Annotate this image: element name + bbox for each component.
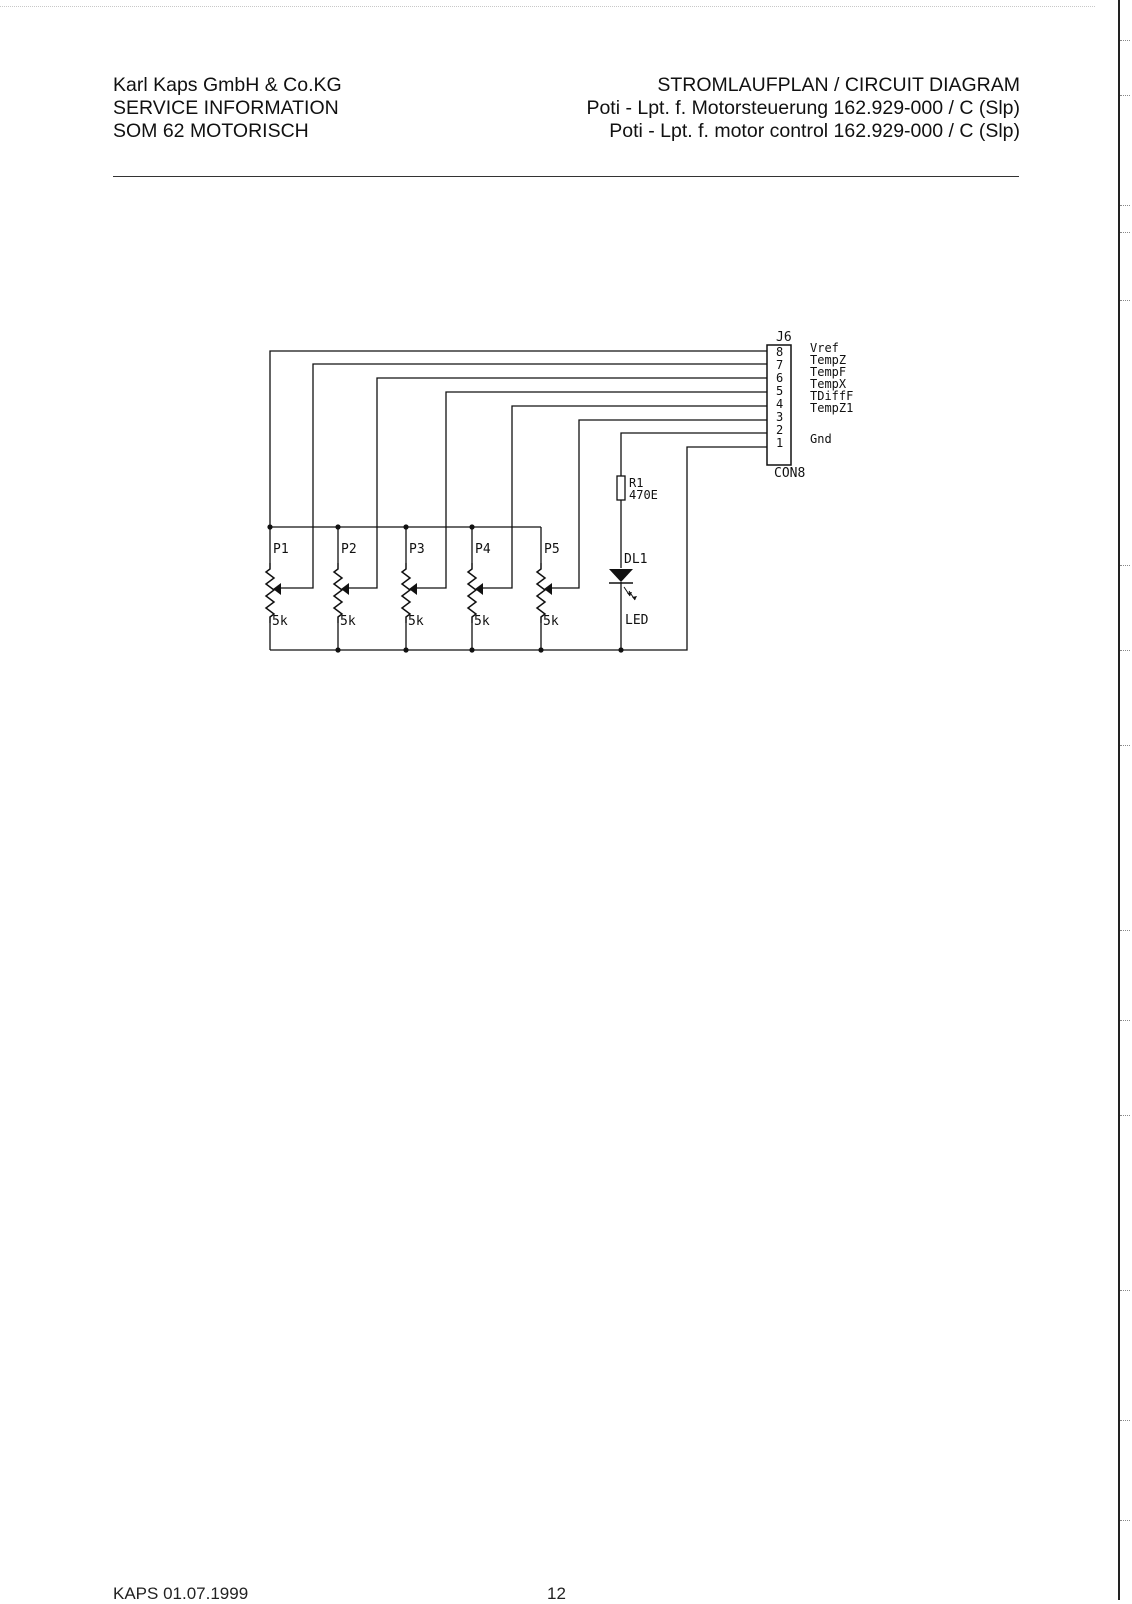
wire-p2-wiper (348, 377, 767, 589)
resistor-ref: R1 (629, 476, 643, 490)
signal-label: TempX (810, 377, 847, 391)
pot-ref: P4 (475, 542, 491, 557)
connector-type: CON8 (774, 466, 805, 481)
potentiometer-p5: P5 5k (536, 542, 560, 629)
wire-gnd (621, 446, 767, 651)
company-name: Karl Kaps GmbH & Co.KG (113, 74, 342, 96)
connector-j6: J6 CON8 8 7 6 5 4 3 2 1 Vref TempZ TempF… (766, 330, 853, 481)
pin-number: 4 (776, 397, 783, 411)
pin-number: 7 (776, 358, 783, 372)
edge-mark (1120, 1115, 1130, 1116)
page-right-edge (1118, 0, 1120, 1600)
footer-date: KAPS 01.07.1999 (113, 1584, 249, 1603)
pot-ref: P2 (341, 542, 357, 557)
document-subtitle-de: Poti - Lpt. f. Motorsteuerung 162.929-00… (586, 97, 1020, 119)
document-title: STROMLAUFPLAN / CIRCUIT DIAGRAM (657, 74, 1020, 96)
pin-number: 6 (776, 371, 783, 385)
pin-number: 8 (776, 345, 783, 359)
signal-label: TempF (810, 365, 846, 379)
document-title-block: STROMLAUFPLAN / CIRCUIT DIAGRAM Poti - L… (586, 74, 1020, 143)
edge-mark (1120, 1290, 1130, 1291)
junction-dots (267, 524, 624, 653)
edge-mark (1120, 1520, 1130, 1521)
potentiometer-p4: P4 5k (467, 542, 491, 629)
pot-value: 5k (408, 614, 424, 629)
pin-number: 2 (776, 423, 783, 437)
wire-led-supply (620, 432, 767, 476)
wire-p3-wiper (416, 391, 767, 589)
edge-mark (1120, 232, 1130, 233)
page-top-border (0, 6, 1095, 7)
pot-value: 5k (272, 614, 288, 629)
connector-ref: J6 (776, 330, 792, 345)
edge-mark (1120, 650, 1130, 651)
potentiometer-p3: P3 5k (401, 542, 425, 629)
wire-p4-wiper (482, 405, 767, 589)
wire-p5-wiper (550, 419, 767, 589)
model-name: SOM 62 MOTORISCH (113, 120, 309, 142)
edge-mark (1120, 1020, 1130, 1021)
pot-ref: P1 (273, 542, 289, 557)
header-rule (113, 176, 1019, 177)
led-dl1: DL1 LED (609, 552, 649, 628)
edge-mark (1120, 205, 1130, 206)
signal-label: Vref (810, 341, 839, 355)
pin-number: 1 (776, 436, 783, 450)
wire-vref (269, 350, 767, 527)
edge-mark (1120, 565, 1130, 566)
connector-body (766, 344, 792, 466)
signal-label: TDiffF (810, 389, 853, 403)
edge-mark (1120, 745, 1130, 746)
resistor-r1: R1 470E (616, 475, 658, 502)
pot-value: 5k (474, 614, 490, 629)
pin-number: 3 (776, 410, 783, 424)
edge-mark (1120, 95, 1130, 96)
service-info-label: SERVICE INFORMATION (113, 97, 339, 119)
edge-mark (1120, 40, 1130, 41)
resistor-value: 470E (629, 488, 658, 502)
page-number: 12 (547, 1584, 566, 1603)
signal-label: Gnd (810, 432, 832, 446)
led-triangle (609, 569, 633, 582)
led-value: LED (625, 613, 649, 628)
pot-value: 5k (340, 614, 356, 629)
edge-mark (1120, 1420, 1130, 1421)
edge-mark (1120, 930, 1130, 931)
circuit-schematic: J6 CON8 8 7 6 5 4 3 2 1 Vref TempZ TempF… (265, 330, 853, 653)
wire-p1-wiper (280, 363, 767, 589)
pot-value: 5k (543, 614, 559, 629)
pin-number: 5 (776, 384, 783, 398)
resistor-body (616, 475, 626, 501)
potentiometer-p1: P1 5k (265, 542, 289, 629)
document-subtitle-en: Poti - Lpt. f. motor control 162.929-000… (609, 120, 1020, 142)
signal-label: TempZ1 (810, 401, 853, 415)
company-block: Karl Kaps GmbH & Co.KG SERVICE INFORMATI… (113, 74, 342, 143)
led-ref: DL1 (624, 552, 647, 567)
wiring (269, 350, 767, 651)
potentiometer-p2: P2 5k (333, 542, 357, 629)
signal-label: TempZ (810, 353, 846, 367)
edge-mark (1120, 300, 1130, 301)
pot-ref: P3 (409, 542, 425, 557)
pot-ref: P5 (544, 542, 560, 557)
